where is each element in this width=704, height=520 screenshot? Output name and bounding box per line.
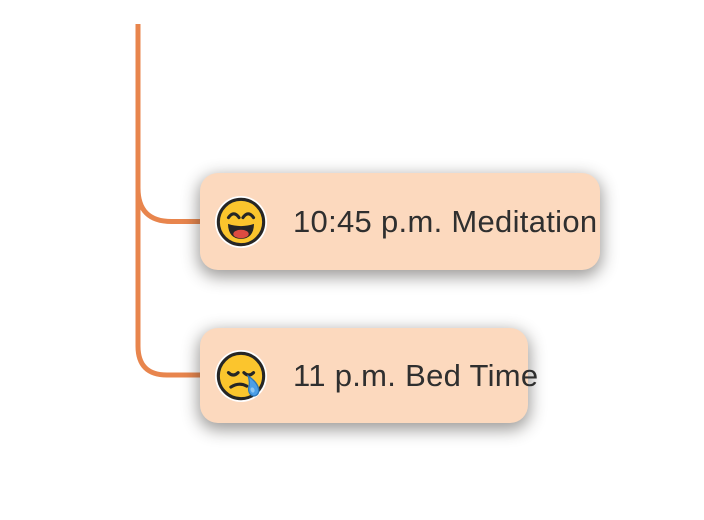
node-label: 11 p.m. Bed Time bbox=[293, 357, 539, 393]
node-bedtime[interactable]: 11 p.m. Bed Time bbox=[200, 328, 538, 423]
node-label: 10:45 p.m. Meditation bbox=[293, 203, 598, 239]
node-meditation[interactable]: 10:45 p.m. Meditation bbox=[200, 173, 600, 270]
branch-line-meditation bbox=[135, 187, 201, 224]
grinning-face-emoji bbox=[214, 195, 268, 249]
branch-line-main bbox=[135, 24, 201, 378]
sleepy-face-emoji bbox=[214, 349, 268, 403]
